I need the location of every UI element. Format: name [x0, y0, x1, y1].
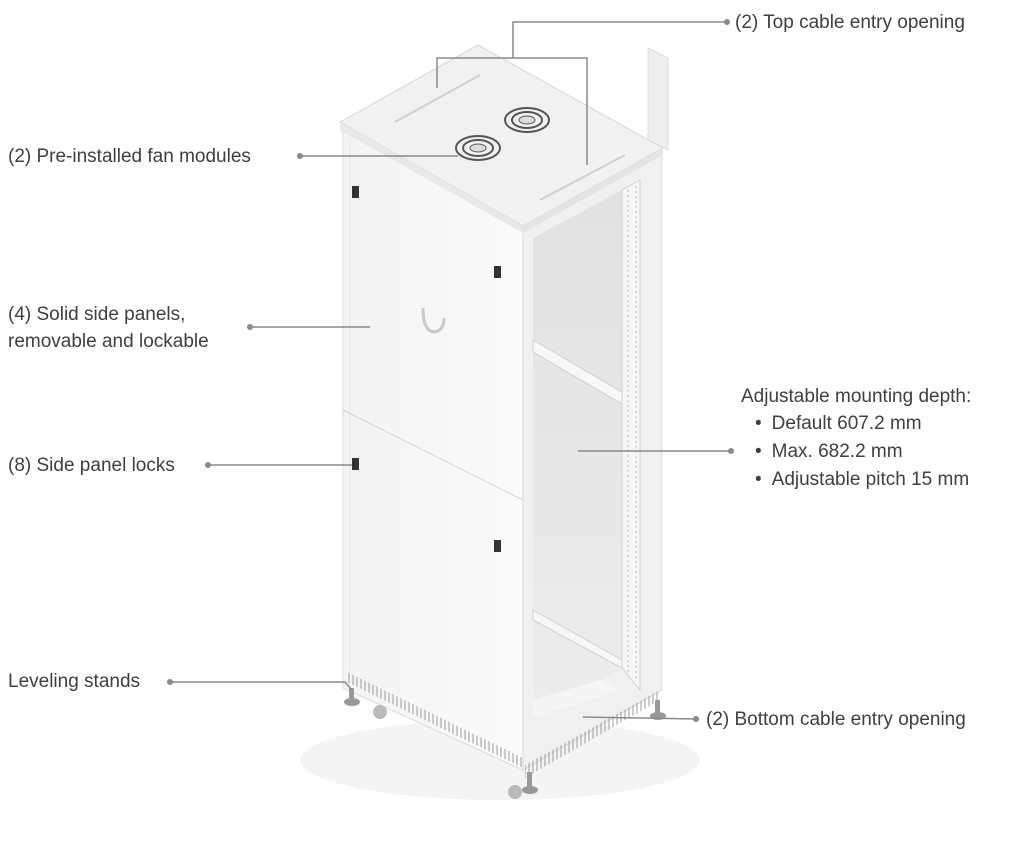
side-panel-lock [494, 540, 501, 552]
bullet: • [755, 413, 762, 434]
label-fan-modules: (2) Pre-installed fan modules [8, 146, 251, 167]
leveling-stands [344, 688, 666, 799]
depth-item: • Adjustable pitch 15 mm [755, 466, 969, 493]
depth-pitch: Adjustable pitch 15 mm [771, 469, 970, 490]
side-panel-lock [352, 186, 359, 198]
fan-module [504, 107, 550, 133]
label-side-panels-1: (4) Solid side panels, [8, 304, 186, 325]
rack-front-opening [522, 147, 663, 778]
side-panel-lock [352, 458, 359, 470]
label-leveling-stands: Leveling stands [8, 671, 141, 692]
depth-max: Max. 682.2 mm [771, 441, 903, 462]
leader-lines [170, 21, 731, 720]
brand-logo [421, 307, 446, 334]
side-panel-lock [494, 266, 501, 278]
depth-item: • Max. 682.2 mm [755, 438, 903, 465]
depth-default: Default 607.2 mm [771, 413, 922, 434]
rack-top [338, 44, 665, 233]
label-bottom-cable-entry: (2) Bottom cable entry opening [706, 709, 966, 730]
leader-dots [167, 19, 734, 722]
bullet: • [755, 441, 762, 462]
rear-door [647, 47, 669, 151]
label-side-panel-locks: (8) Side panel locks [8, 455, 175, 476]
label-side-panels-2: removable and lockable [8, 331, 209, 352]
fan-module [455, 135, 501, 161]
side-panels [342, 127, 524, 771]
label-mounting-depth: Adjustable mounting depth: [741, 386, 972, 407]
bullet: • [755, 469, 762, 490]
label-top-cable-entry: (2) Top cable entry opening [735, 12, 965, 33]
depth-item: • Default 607.2 mm [755, 410, 922, 437]
